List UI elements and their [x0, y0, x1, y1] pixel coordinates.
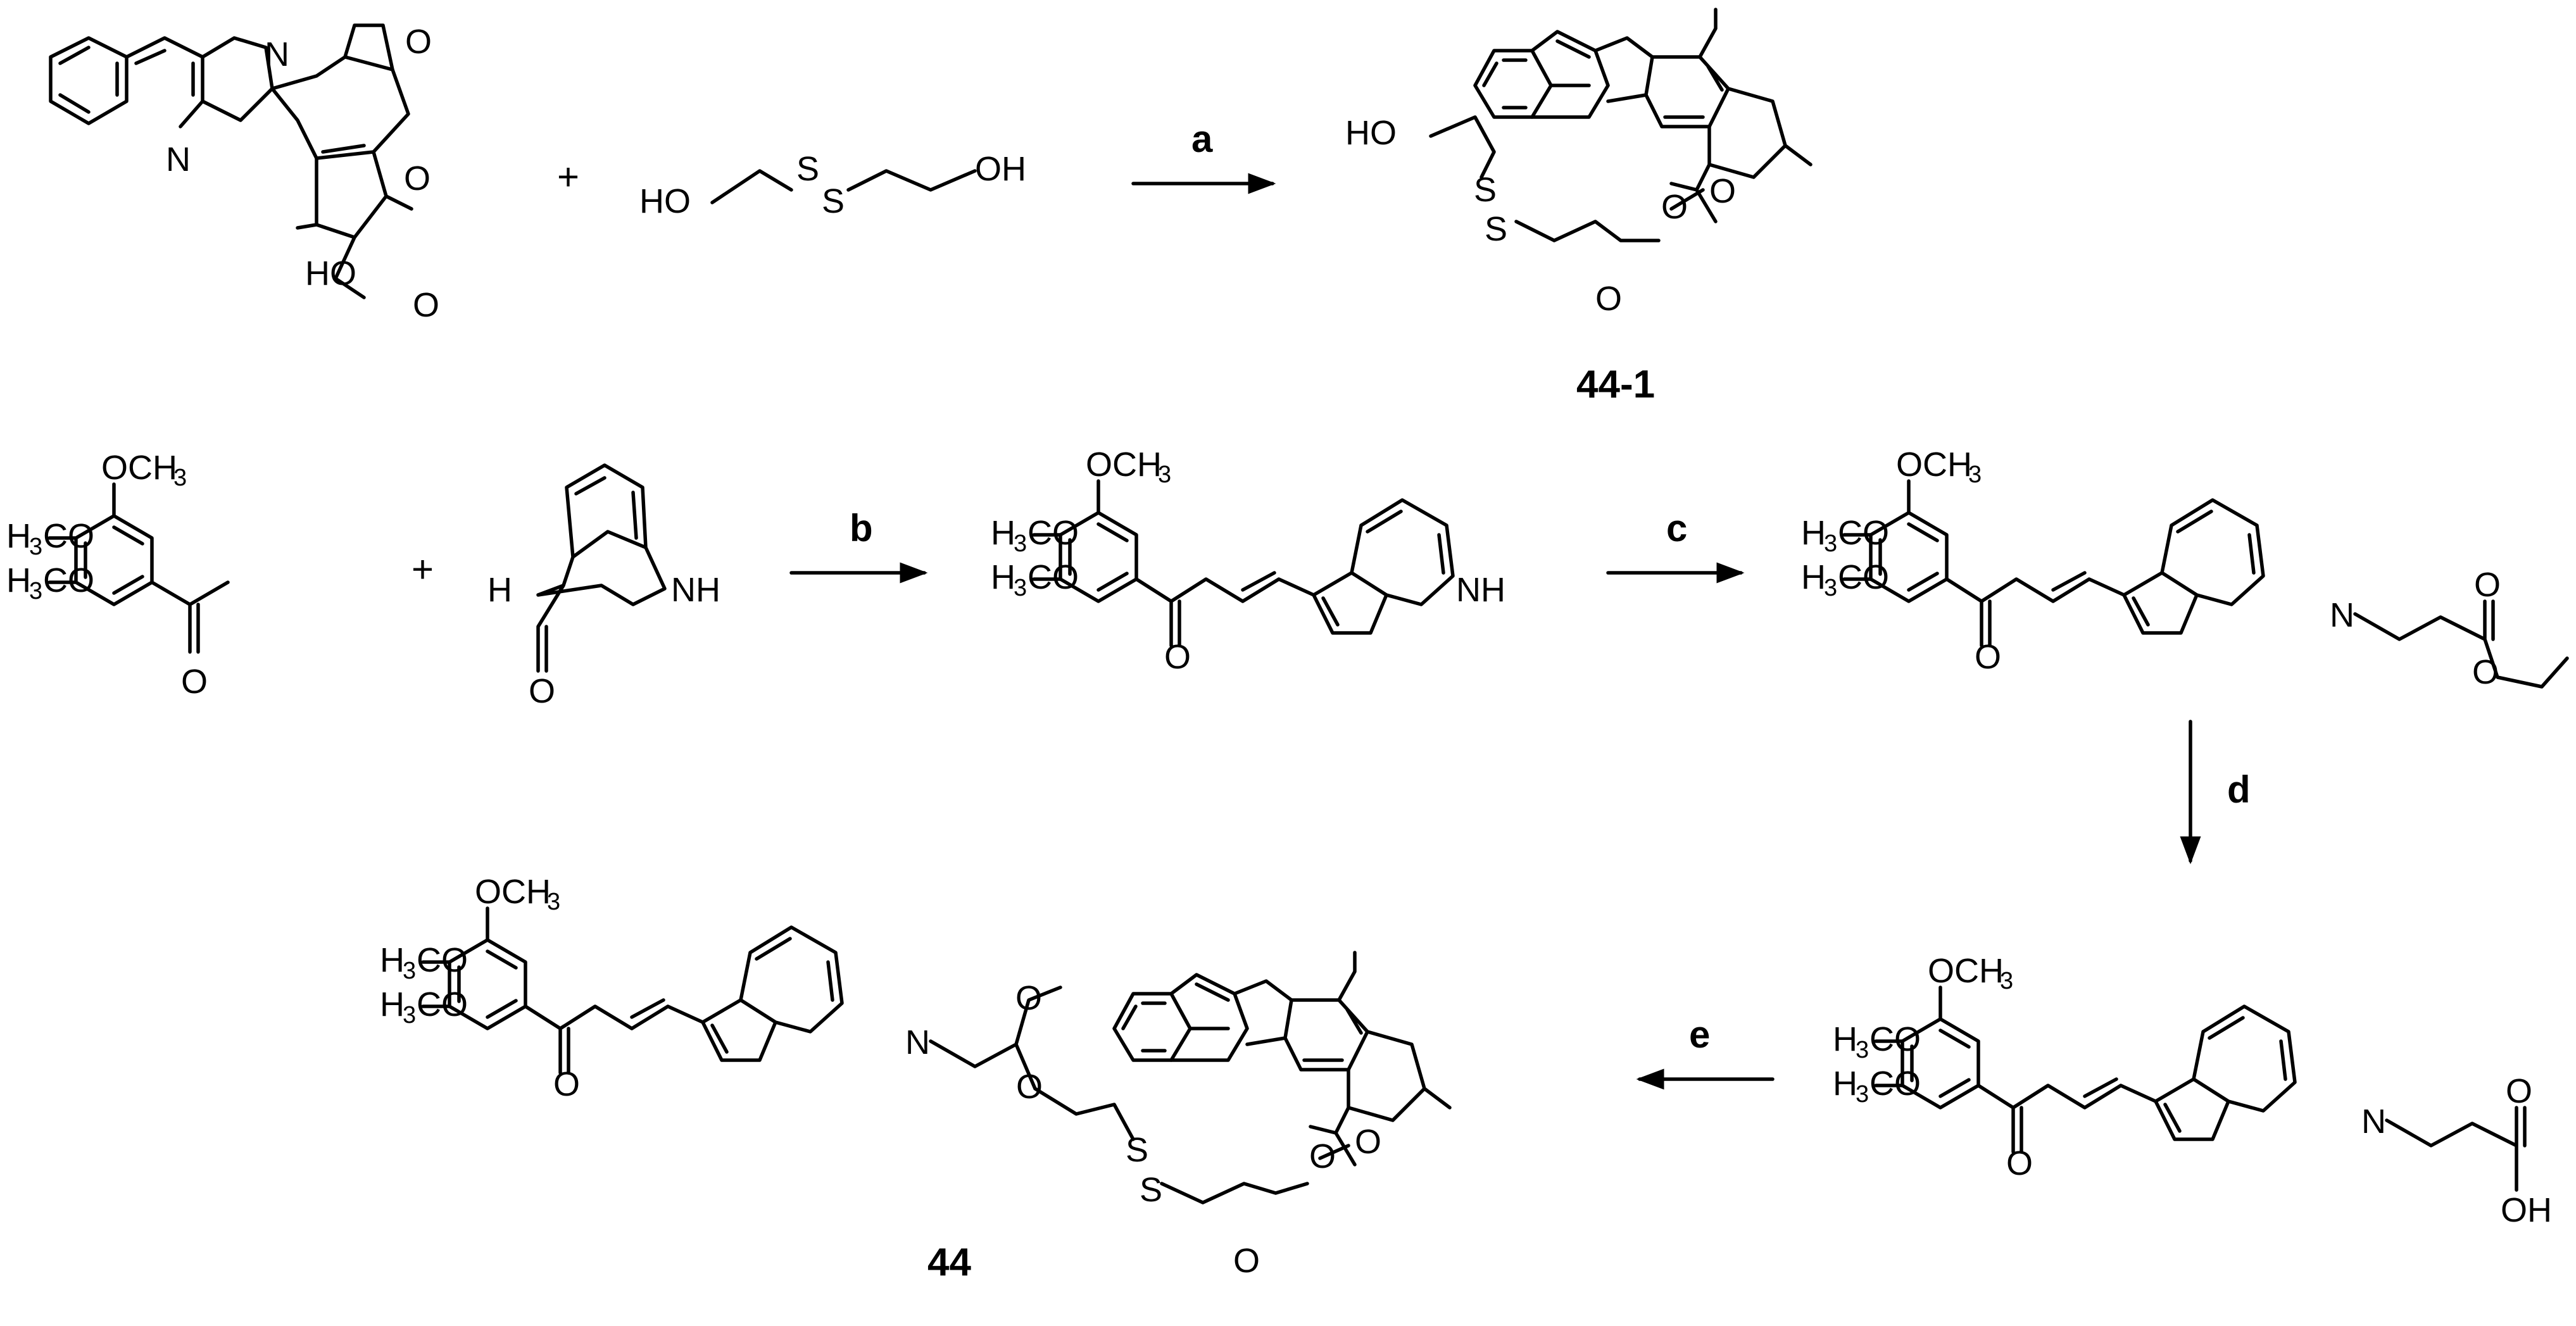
o-atom: O — [2472, 653, 2499, 691]
plus-sign: + — [557, 156, 579, 198]
ho-label: HO — [305, 254, 356, 292]
s-atom: S — [1485, 210, 1507, 248]
o-atom: O — [1355, 1123, 1381, 1161]
dithiodiethanol-structure: HO S S OH — [639, 150, 1026, 220]
h-atom: H — [487, 571, 512, 609]
h3co-label: CO — [43, 517, 94, 555]
n-atom: N — [265, 35, 289, 73]
subscript-3: 3 — [173, 465, 187, 491]
och3-label: OCH — [101, 449, 177, 487]
o-atom: O — [2506, 1072, 2532, 1110]
o-atom: O — [181, 663, 208, 701]
ho-label: HO — [639, 182, 691, 220]
indolyl-chalcone-structure: NH — [991, 446, 1505, 676]
oh-label: OH — [2501, 1191, 2552, 1229]
step-label-e: e — [1689, 1013, 1710, 1056]
nh-label: NH — [671, 571, 720, 609]
compound-44-1-structure: HO S S O O O — [1345, 9, 1811, 318]
s-atom: S — [796, 150, 819, 188]
s-atom: S — [1126, 1131, 1148, 1169]
o-atom: O — [1661, 188, 1688, 226]
compound-label-44: 44 — [927, 1241, 971, 1284]
o-atom: O — [404, 159, 430, 197]
oh-label: OH — [975, 150, 1026, 188]
n-atom: N — [2330, 596, 2354, 634]
step-label-c: c — [1666, 507, 1687, 549]
ho-label: HO — [1345, 114, 1397, 152]
s-atom: S — [1474, 171, 1497, 209]
s-atom: S — [1140, 1171, 1162, 1209]
n-atom: N — [166, 141, 191, 178]
o-atom: O — [1309, 1137, 1336, 1175]
o-atom: O — [1709, 172, 1736, 210]
o-atom: O — [405, 23, 432, 61]
o-atom: O — [1015, 979, 1042, 1017]
step-label-a: a — [1191, 118, 1213, 160]
h3co-label: H — [6, 561, 31, 599]
h3co-label: CO — [43, 561, 94, 599]
s-atom: S — [822, 182, 845, 220]
compound-44-structure: N O O S S O O O — [380, 873, 1450, 1280]
n-atom: N — [905, 1023, 930, 1061]
o-atom: O — [1016, 1068, 1043, 1106]
h3co-label: H — [6, 517, 31, 555]
indole-3-carboxaldehyde-structure: H O NH — [487, 463, 720, 710]
subscript-3: 3 — [29, 578, 42, 604]
o-atom: O — [1595, 280, 1622, 318]
plus-sign: + — [412, 548, 434, 591]
compound-label-44-1: 44-1 — [1576, 363, 1655, 406]
step-label-b: b — [850, 507, 873, 549]
camptothecin-structure: N N O O O HO — [49, 23, 439, 324]
indolyl-chalcone-acid-structure: N O OH — [1833, 952, 2552, 1229]
o-atom: O — [1233, 1242, 1260, 1280]
step-label-d: d — [2227, 768, 2251, 811]
o-atom: O — [529, 672, 555, 710]
subscript-3: 3 — [29, 534, 42, 560]
indolyl-chalcone-ethyl-ester-structure: N O O — [1801, 446, 2569, 691]
o-atom: O — [2474, 566, 2501, 604]
nh-label: NH — [1456, 571, 1505, 609]
o-atom: O — [413, 286, 439, 324]
n-atom: N — [2361, 1103, 2386, 1141]
